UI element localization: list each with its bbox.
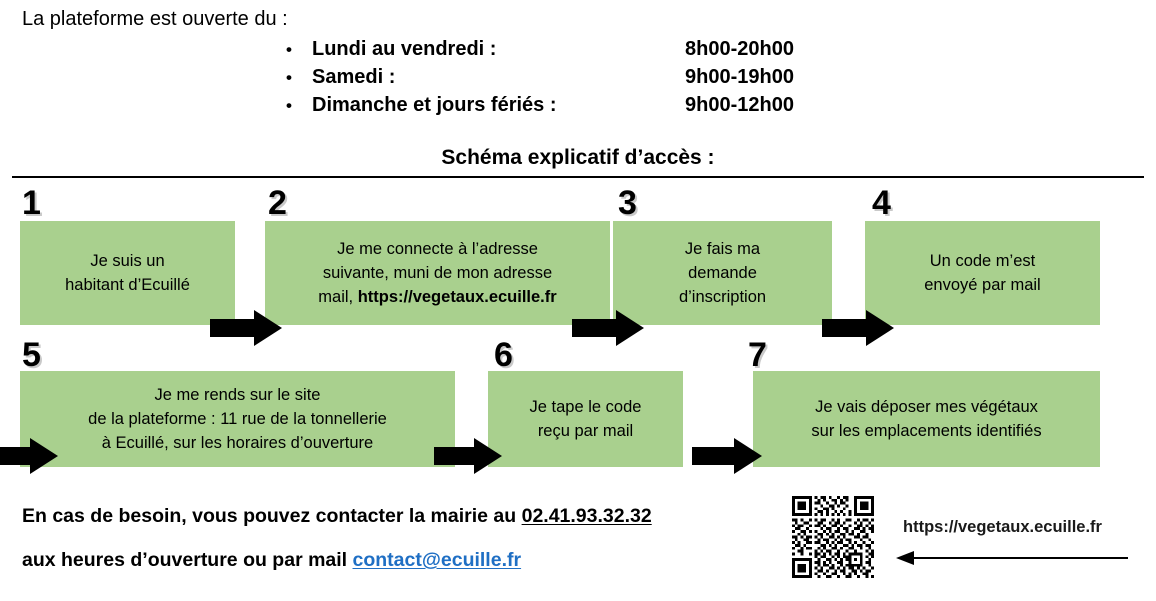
- step-2-line-1: Je me connecte à l’adresse: [337, 240, 538, 258]
- step-box-1: Je suis un habitant d’Ecuillé: [20, 221, 235, 325]
- qr-code-image[interactable]: [792, 496, 874, 578]
- step-2-line-3-text: mail,: [318, 288, 358, 306]
- step-6-line-2: reçu par mail: [537, 422, 634, 440]
- step-7-line-1: Je vais déposer mes végétaux: [815, 398, 1038, 416]
- flow-arrow-2-to-3: [572, 310, 644, 346]
- step-number-4: 4: [872, 184, 891, 222]
- step-box-4: Un code m’est envoyé par mail: [865, 221, 1100, 325]
- hours-time-value: 9h00-12h00: [685, 94, 794, 116]
- step-7-line-2: sur les emplacements identifiés: [811, 422, 1042, 440]
- step-3-line-3: d’inscription: [678, 288, 767, 306]
- flow-arrow-3-to-4: [822, 310, 894, 346]
- contact-email-line: aux heures d’ouverture ou par mail conta…: [22, 549, 521, 572]
- step-6-line-1: Je tape le code: [529, 398, 642, 416]
- step-4-line-2: envoyé par mail: [924, 276, 1041, 294]
- step-number-2: 2: [268, 184, 287, 222]
- step-4-line-1: Un code m’est: [929, 252, 1036, 270]
- step-5-line-3: à Ecuillé, sur les horaires d’ouverture: [101, 434, 374, 452]
- step-2-line-3: mail, https://vegetaux.ecuille.fr: [273, 285, 602, 309]
- hours-time-value: 8h00-20h00: [685, 38, 794, 60]
- step-number-1: 1: [22, 184, 41, 222]
- flow-arrow-5-to-6: [434, 438, 502, 474]
- step-number-7: 7: [748, 336, 767, 374]
- step-1-line-2: habitant d’Ecuillé: [65, 276, 190, 294]
- email-link[interactable]: contact@ecuille.fr: [352, 549, 522, 571]
- platform-url-label: https://vegetaux.ecuille.fr: [903, 518, 1102, 536]
- step-box-6: Je tape le code reçu par mail: [488, 371, 683, 467]
- step-box-5: Je me rends sur le site de la plateforme…: [20, 371, 455, 467]
- list-item: • Lundi au vendredi : 8h00-20h00: [286, 36, 926, 64]
- hours-day-label: Dimanche et jours fériés :: [312, 94, 557, 116]
- step-3-line-2: demande: [688, 264, 757, 282]
- step-box-3: Je fais ma demande d’inscription: [613, 221, 832, 325]
- list-item: • Dimanche et jours fériés : 9h00-12h00: [286, 92, 926, 120]
- step-2-line-2: suivante, muni de mon adresse: [322, 264, 553, 282]
- list-item: • Samedi : 9h00-19h00: [286, 64, 926, 92]
- step-number-6: 6: [494, 336, 513, 374]
- step-5-line-2: de la plateforme : 11 rue de la tonnelle…: [88, 410, 387, 428]
- contact-line1-prefix: En cas de besoin, vous pouvez contacter …: [22, 505, 522, 527]
- platform-url-bold: https://vegetaux.ecuille.fr: [357, 288, 557, 306]
- step-3-line-1: Je fais ma: [684, 240, 761, 258]
- step-box-7: Je vais déposer mes végétaux sur les emp…: [753, 371, 1100, 467]
- section-title: Schéma explicatif d’accès :: [441, 146, 715, 169]
- flow-arrow-6-to-7: [692, 438, 762, 474]
- contact-line2-prefix: aux heures d’ouverture ou par mail: [22, 549, 353, 571]
- flow-arrow-4-to-5: [0, 438, 58, 474]
- qr-pointer-arrow-icon: [896, 548, 1130, 568]
- contact-phone-line: En cas de besoin, vous pouvez contacter …: [22, 505, 652, 528]
- bullet-icon: •: [286, 96, 292, 115]
- hours-day-label: Samedi :: [312, 66, 396, 88]
- hours-time-value: 9h00-19h00: [685, 66, 794, 88]
- opening-hours-list: • Lundi au vendredi : 8h00-20h00 • Samed…: [286, 36, 926, 120]
- step-box-2: Je me connecte à l’adresse suivante, mun…: [265, 221, 610, 325]
- flow-arrow-1-to-2: [210, 310, 282, 346]
- phone-number-link[interactable]: 02.41.93.32.32: [521, 505, 652, 527]
- horizontal-divider: [12, 176, 1144, 178]
- hours-day-label: Lundi au vendredi :: [312, 38, 497, 60]
- step-number-5: 5: [22, 336, 41, 374]
- step-number-3: 3: [618, 184, 637, 222]
- step-1-line-1: Je suis un: [90, 252, 165, 270]
- bullet-icon: •: [286, 68, 292, 87]
- bullet-icon: •: [286, 40, 292, 59]
- step-5-line-1: Je me rends sur le site: [154, 386, 321, 404]
- opening-intro-text: La plateforme est ouverte du :: [22, 8, 288, 30]
